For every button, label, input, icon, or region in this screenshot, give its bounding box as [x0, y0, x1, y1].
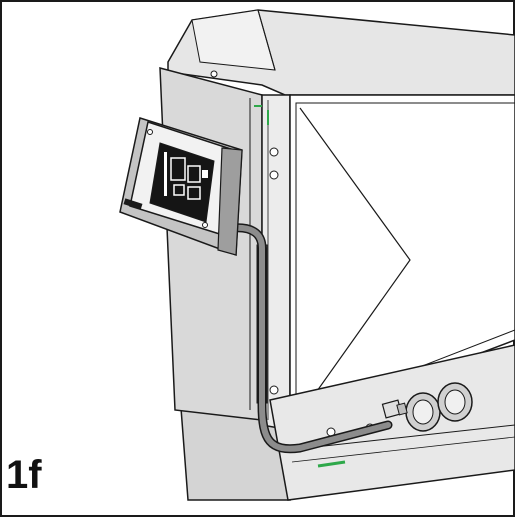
- connector-icon: [381, 399, 408, 419]
- display-segment: [170, 157, 186, 181]
- door-inner-frame: [295, 102, 515, 416]
- figure-label: 1f: [6, 453, 42, 497]
- door-glass: [289, 94, 515, 427]
- brand-plate: [123, 198, 143, 210]
- control-panel-side: [217, 147, 243, 256]
- display-segment: [187, 165, 201, 183]
- indicator-green-strip: [317, 460, 346, 468]
- screw-icon: [202, 222, 208, 228]
- door-reflection-lines: [299, 107, 411, 416]
- screw-icon: [210, 70, 218, 78]
- screw-icon: [269, 147, 279, 157]
- hood-edge: [257, 9, 276, 71]
- control-strip-line: [291, 436, 515, 463]
- display-segment: [187, 186, 201, 200]
- display-segment: [164, 152, 167, 196]
- knob-icon: [437, 382, 473, 422]
- screw-icon: [269, 385, 279, 395]
- display-segment: [202, 170, 208, 178]
- screw-icon: [269, 170, 279, 180]
- display-segment: [173, 184, 185, 196]
- hose: [229, 224, 391, 452]
- control-panel: [119, 117, 243, 257]
- screw-icon: [147, 129, 153, 135]
- knob-icon: [405, 392, 441, 432]
